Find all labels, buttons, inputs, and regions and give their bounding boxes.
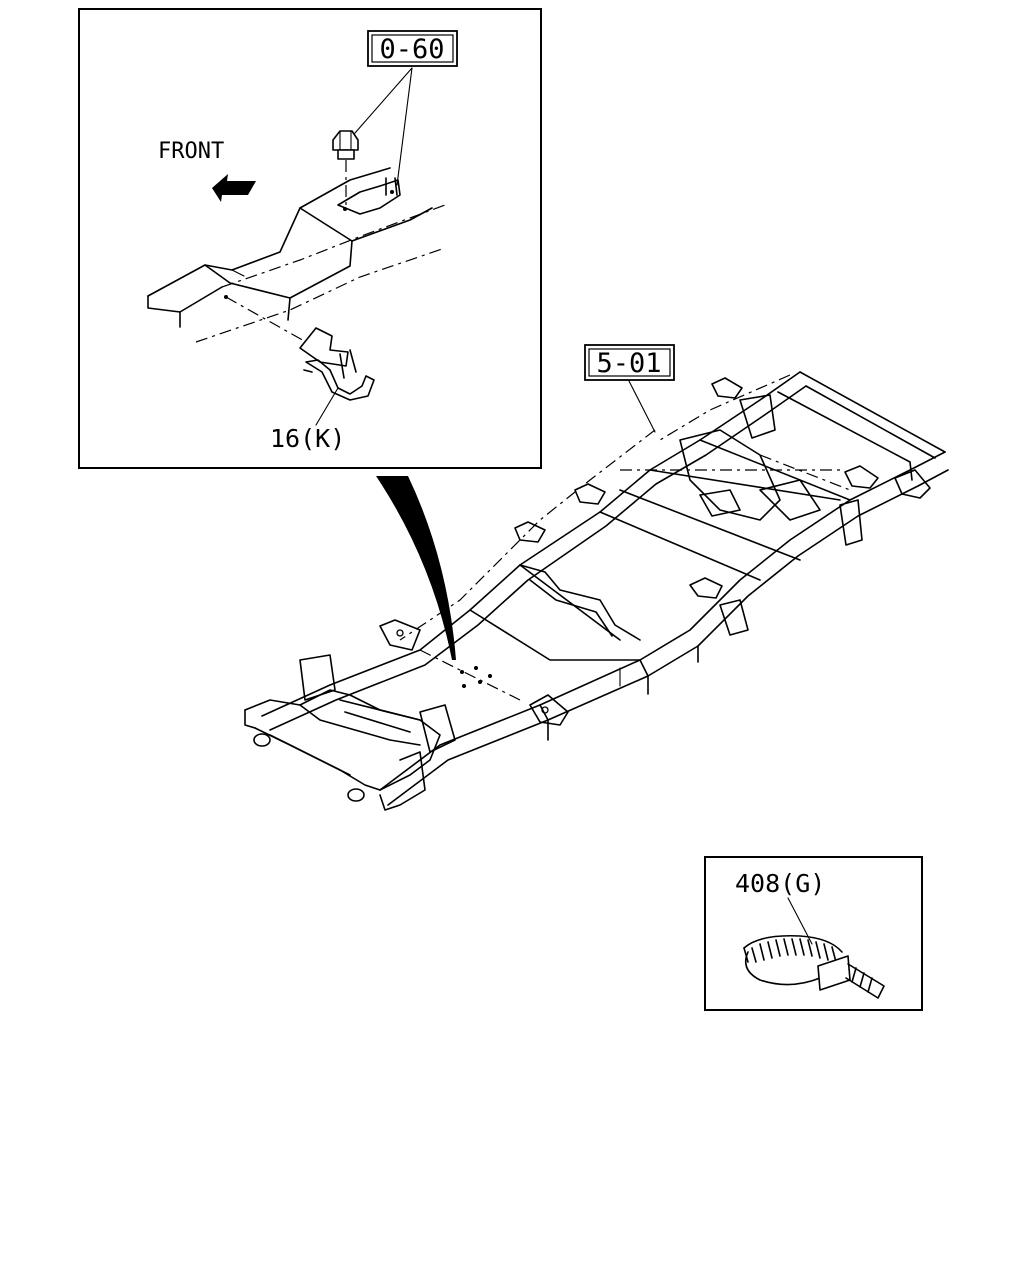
ref-tie-label: 408(G) <box>735 869 825 898</box>
leader-clip <box>315 387 339 426</box>
tie-inset-border <box>704 856 923 1011</box>
ref-box-frame[interactable]: 5-01 <box>584 344 675 381</box>
left-rail <box>261 371 801 717</box>
ref-frame-label: 5-01 <box>596 348 661 379</box>
detail-inset: 0-60 FRONT <box>78 8 542 469</box>
ref-bolt-label: 0-60 <box>379 34 444 65</box>
detail-inset-border <box>78 8 542 469</box>
bolt-icon <box>332 130 359 210</box>
callout-pointer <box>376 476 456 660</box>
ref-box-bolt[interactable]: 0-60 <box>367 30 458 67</box>
leader-frame <box>628 380 656 433</box>
tie-inset: 408(G) <box>704 856 923 1011</box>
inset-frame-rail <box>147 167 446 343</box>
chassis-frame: 5-01 <box>244 344 949 811</box>
leader-bolt-2 <box>396 67 413 186</box>
front-label: FRONT <box>158 139 224 164</box>
front-arrow-icon <box>212 174 256 202</box>
cable-tie-icon <box>743 934 885 999</box>
leader-bolt-1 <box>354 67 413 134</box>
right-rail <box>379 451 946 791</box>
clip-part <box>299 327 375 401</box>
ref-clip-label: 16(K) <box>270 424 345 453</box>
